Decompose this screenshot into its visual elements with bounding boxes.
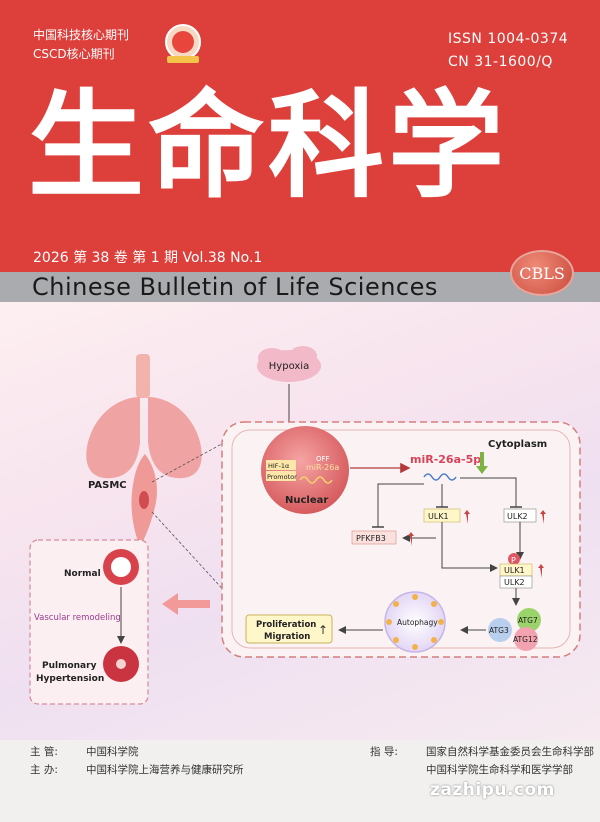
phospho-circle: [508, 553, 520, 565]
off-label: OFF: [316, 455, 330, 463]
footer-supervisor: 主 管: 中国科学院: [30, 744, 139, 759]
guidance-value-2: 中国科学院生命科学和医学学部: [426, 764, 573, 776]
atg3-label: ATG3: [489, 626, 509, 635]
cscd-label: CSCD核心期刊: [33, 47, 115, 61]
atg12-circle: [514, 627, 538, 651]
inhibit-pfkfb3-line: [377, 483, 424, 527]
autophagy-particles: [386, 594, 444, 650]
nuclear-label: Nuclear: [285, 495, 328, 506]
pfkfb3-box: [351, 530, 397, 545]
core-journal-label: 中国科技核心期刊: [33, 28, 130, 42]
atg3-circle: [488, 618, 512, 642]
autophagosome: [384, 591, 446, 653]
cbls-logo-text: CBLS: [519, 263, 565, 283]
nucleus: [261, 426, 349, 514]
title-band: [0, 272, 600, 302]
pfkfb3-label: PFKFB3: [356, 534, 386, 543]
big-left-arrow-icon: [162, 593, 210, 615]
footer-guidance: 指 导: 国家自然科学基金委员会生命科学部: [370, 744, 594, 759]
ulk1-phospho-arrow: [441, 522, 498, 572]
migration-label: Migration: [264, 632, 310, 642]
journal-title-chinese: 生命科学: [28, 78, 508, 214]
lungs-illustration: [86, 354, 202, 479]
increase-arrow-icon: ↑: [318, 623, 328, 637]
guidance-label: 指 导:: [370, 746, 398, 758]
hif-label: HIF-1α: [268, 462, 289, 470]
pasmc-cell-illustration: [131, 454, 157, 547]
vascular-remodeling-label: Vascular remodeling: [34, 613, 121, 623]
autophagy-label: Autophagy: [397, 618, 438, 627]
sponsor-label: 主 办:: [30, 764, 58, 776]
proliferation-box: [245, 614, 333, 644]
zoom-line-top: [151, 421, 263, 483]
ulk2-label: ULK2: [507, 512, 528, 521]
site-watermark: zazhipu.com: [430, 780, 555, 800]
cytoplasm-label: Cytoplasm: [488, 439, 547, 450]
atg7-label: ATG7: [518, 616, 538, 625]
mirna-strand: [423, 473, 457, 481]
volume-issue: 2026 第 38 卷 第 1 期 Vol.38 No.1: [33, 250, 263, 266]
promotor-label: Promotor: [267, 473, 297, 481]
hypertensive-vessel-lumen: [116, 659, 126, 669]
pulmonary-label: Pulmonary: [42, 661, 97, 671]
award-badge-icon: [165, 24, 201, 63]
issn-number: ISSN 1004-0374: [448, 31, 569, 47]
normal-label: Normal: [64, 569, 101, 579]
supervisor-label: 主 管:: [30, 746, 58, 758]
mir26a-small-label: miR-26a: [306, 463, 339, 472]
pfkfb3-up-arrow-icon: [408, 532, 414, 546]
header-band: [0, 0, 600, 272]
cbls-logo: CBLS: [510, 250, 574, 296]
guidance-value-1: 国家自然科学基金委员会生命科学部: [426, 746, 594, 758]
promotor-box: [266, 471, 296, 481]
ulk-complex-up-arrow-icon: [538, 564, 544, 578]
ulk1-complex-label: ULK1: [504, 566, 525, 575]
footer-band: [0, 740, 600, 822]
pasmc-label: PASMC: [88, 480, 127, 491]
pathway-diagram: PASMC Hypoxia Cytoplasm HIF-1α Promotor …: [29, 346, 581, 705]
hypoxia-cloud: [257, 346, 321, 382]
inhibit-ulk2-line: [460, 477, 517, 507]
footer-guidance-2: 中国科学院生命科学和医学学部: [370, 762, 573, 777]
down-arrow-icon: [476, 452, 488, 474]
journal-title-english: Chinese Bulletin of Life Sciences: [32, 273, 438, 301]
hypoxia-label: Hypoxia: [269, 361, 309, 372]
supervisor-value: 中国科学院: [86, 746, 139, 758]
ulk2-complex-label: ULK2: [504, 578, 525, 587]
cn-number: CN 31-1600/Q: [448, 54, 553, 70]
ulk1-label: ULK1: [428, 512, 449, 521]
atg12-label: ATG12: [513, 635, 538, 644]
hypertension-label: Hypertension: [36, 674, 104, 684]
ulk1-up-arrow-icon: [464, 510, 470, 524]
mir-26a-5p-label: miR-26a-5p: [410, 453, 481, 466]
phospho-label: P: [511, 556, 516, 565]
gene-strand: [299, 476, 333, 484]
atg7-circle: [517, 608, 541, 632]
sponsor-value: 中国科学院上海营养与健康研究所: [86, 764, 244, 776]
footer-sponsor: 主 办: 中国科学院上海营养与健康研究所: [30, 762, 244, 777]
hif-box: [266, 460, 296, 470]
ulk2-up-arrow-icon: [540, 510, 546, 524]
proliferation-label: Proliferation: [256, 620, 316, 630]
normal-vessel-lumen: [111, 557, 131, 577]
